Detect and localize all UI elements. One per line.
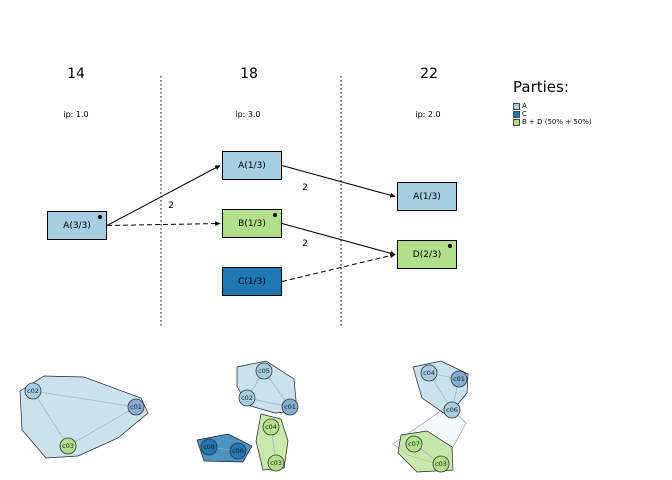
graph-node-c01 (450, 370, 468, 388)
community-box-label: D(2/3) (412, 249, 442, 260)
graph-node-c01 (281, 398, 299, 416)
community-box-label: C(1/3) (238, 276, 266, 287)
evolution-arrow-B18-D22 (281, 223, 396, 256)
ip-value-18: ip: 3.0 (235, 110, 261, 119)
legend-item-label: C (522, 110, 527, 118)
community-box-label: A(1/3) (413, 191, 441, 202)
graph-node-label: c06 (232, 447, 244, 455)
legend-item-a: A (513, 102, 592, 110)
event-dot (448, 244, 452, 248)
graph-edge (67, 406, 137, 447)
graph-node-c01 (127, 398, 145, 416)
graph-node-label: c02 (27, 387, 39, 395)
graph-node-label: c03 (435, 460, 447, 468)
community-hull (19, 375, 149, 459)
evolution-arrow-weight: 2 (302, 183, 308, 193)
graph-node-label: c06 (446, 406, 458, 414)
graph-node-c03 (432, 455, 450, 473)
graph-node-label: c04 (423, 369, 435, 377)
graph-edge (32, 390, 69, 447)
evolution-arrow-C18-D22 (281, 253, 396, 282)
graph-node-c06 (229, 442, 247, 460)
community-box-a-t18: A(1/3) (222, 151, 282, 180)
graph-node-label: c01 (284, 403, 296, 411)
graph-node-c06 (443, 401, 461, 419)
graph-node-label: c07 (408, 440, 420, 448)
graph-node-label: c08 (203, 443, 215, 451)
community-box-a-t22: A(1/3) (397, 182, 457, 211)
community-box-d-t22: D(2/3) (397, 240, 457, 269)
legend-swatch-a (513, 102, 520, 110)
community-box-label: B(1/3) (238, 218, 266, 229)
evolution-arrow-A14-B18 (106, 221, 221, 226)
event-dot (273, 213, 277, 217)
legend-item-bd: B + D (50% + 50%) (513, 118, 592, 126)
graph-node-label: c01 (453, 375, 465, 383)
ip-value-22: ip: 2.0 (415, 110, 441, 119)
community-box-label: A(3/3) (63, 220, 91, 231)
event-dot (98, 215, 102, 219)
graph-node-c02 (238, 389, 256, 407)
legend-item-c: C (513, 110, 592, 118)
evolution-arrow-weight: 2 (302, 239, 308, 249)
graph-node-c04 (420, 364, 438, 382)
evolution-arrow-A14-A18 (106, 165, 221, 226)
graph-node-c08 (200, 438, 218, 456)
legend-swatch-c (513, 110, 520, 118)
graph-node-c07 (405, 435, 423, 453)
legend-swatch-bd (513, 118, 520, 126)
evolution-arrow-A18-A22 (281, 165, 396, 198)
graph-node-c02 (24, 382, 42, 400)
graph-node-label: c03 (62, 442, 74, 450)
ip-value-14: ip: 1.0 (63, 110, 89, 119)
timestep-label-18: 18 (240, 66, 258, 82)
legend-title: Parties: (513, 78, 569, 96)
community-box-label: A(1/3) (238, 160, 266, 171)
graph-node-label: c01 (130, 403, 142, 411)
legend-item-label: B + D (50% + 50%) (522, 118, 592, 126)
graph-node-label: c04 (265, 423, 277, 431)
timestep-label-14: 14 (67, 66, 85, 82)
parties-legend: Parties: A C B + D (50% + 50%) (513, 78, 592, 126)
graph-node-label: c02 (241, 394, 253, 402)
graph-node-c04 (262, 418, 280, 436)
graph-node-c05 (255, 362, 273, 380)
graph-edge (32, 390, 137, 408)
graph-node-label: c03 (270, 459, 282, 467)
community-box-b-t18: B(1/3) (222, 209, 282, 238)
graph-node-c03 (267, 454, 285, 472)
evolution-arrow-weight: 2 (168, 201, 174, 211)
community-box-a-t14: A(3/3) (47, 211, 107, 240)
community-box-c-t18: C(1/3) (222, 267, 282, 296)
graph-node-c03 (59, 437, 77, 455)
graph-node-label: c05 (258, 367, 270, 375)
legend-item-label: A (522, 102, 527, 110)
timestep-label-22: 22 (420, 66, 438, 82)
